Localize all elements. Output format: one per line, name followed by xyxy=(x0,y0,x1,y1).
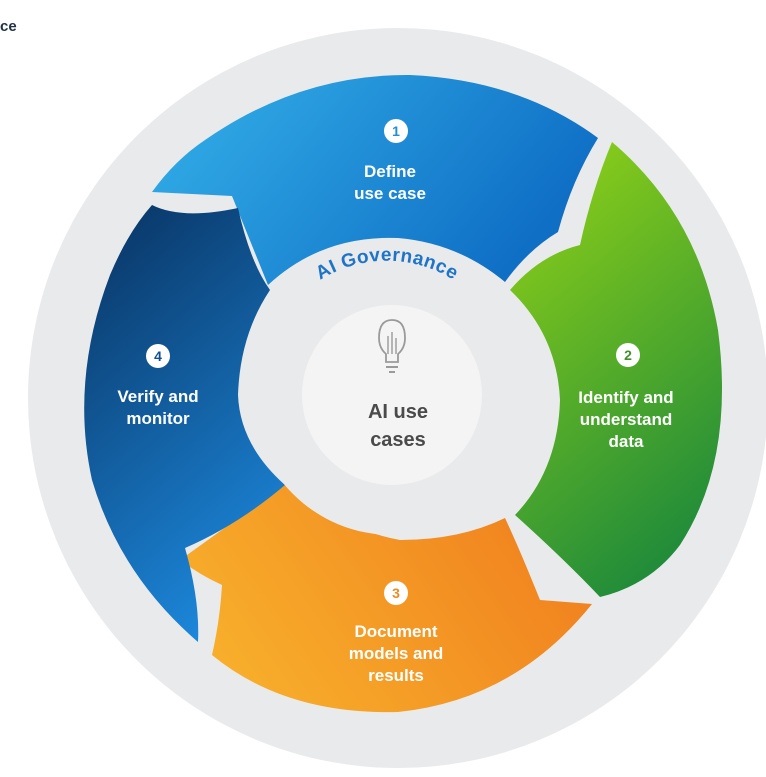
step-3-label-line3: results xyxy=(368,666,424,685)
lightbulb-icon xyxy=(378,319,406,373)
step-4-label-line1: Verify and xyxy=(117,387,198,406)
step-2-label-line3: data xyxy=(609,432,645,451)
step-2-label-line2: understand xyxy=(580,410,673,429)
step-1-label-line1: Define xyxy=(364,162,416,181)
step-4-number: 4 xyxy=(154,348,162,364)
step-3-label-line2: models and xyxy=(349,644,443,663)
step-3-number: 3 xyxy=(392,585,400,601)
step-1-badge: 1 xyxy=(384,119,408,143)
step-2-number: 2 xyxy=(624,347,632,363)
step-1-number: 1 xyxy=(392,123,400,139)
step-4-label-line2: monitor xyxy=(126,409,190,428)
step-2-badge: 2 xyxy=(616,343,640,367)
center-label-line1: AI use xyxy=(368,401,428,423)
corner-title-fragment: ce xyxy=(0,18,17,35)
step-3-label-line1: Document xyxy=(354,622,437,641)
step-3-badge: 3 xyxy=(384,581,408,605)
step-2-label-line1: Identify and xyxy=(578,388,673,407)
center-circle xyxy=(302,305,482,485)
segment-identify-data xyxy=(510,142,723,597)
segment-verify-monitor xyxy=(84,205,286,642)
step-1-label-line2: use case xyxy=(354,184,426,203)
segment-define-use-case xyxy=(152,74,598,285)
step-4-badge: 4 xyxy=(146,344,170,368)
center-label-line2: cases xyxy=(370,429,426,451)
